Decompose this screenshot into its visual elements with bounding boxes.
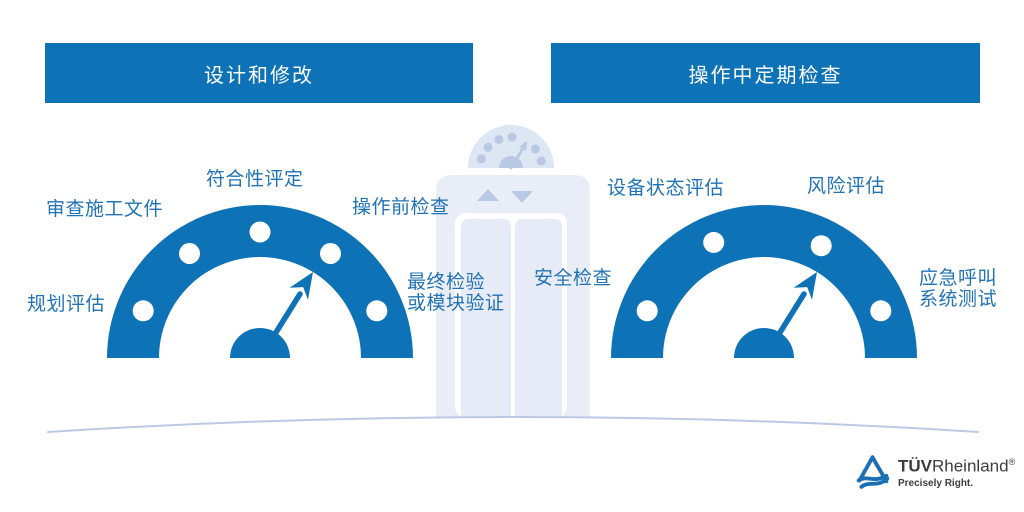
mini-speedometer-hub bbox=[499, 156, 523, 168]
label-equipment-condition-evaluation: 设备状态评估 bbox=[607, 177, 725, 199]
elevator-icon bbox=[436, 125, 590, 417]
label-risk-assessment: 风险评估 bbox=[807, 175, 886, 197]
logo-text-block: TÜVRheinland® Precisely Right. bbox=[898, 452, 1015, 489]
logo-brand-rheinland: Rheinland bbox=[932, 456, 1009, 476]
mini-speedometer-icon bbox=[468, 125, 554, 168]
label-safety-inspection: 安全检查 bbox=[534, 267, 613, 289]
label-emergency-call-system-test: 应急呼叫 系统测试 bbox=[919, 267, 998, 310]
label-planning-evaluation: 规划评估 bbox=[27, 293, 106, 315]
label-pre-operation-inspection: 操作前检查 bbox=[352, 196, 450, 218]
label-review-construction-documents: 审查施工文件 bbox=[46, 198, 164, 220]
tuv-rheinland-logo: TÜVRheinland® Precisely Right. bbox=[854, 452, 1015, 494]
registered-mark-icon: ® bbox=[1008, 457, 1016, 467]
ground-line bbox=[47, 416, 979, 433]
gauge-arc bbox=[611, 205, 917, 358]
tuv-triangle-icon bbox=[856, 455, 890, 489]
mini-speedometer-dots bbox=[476, 132, 546, 166]
down-arrow-icon bbox=[511, 191, 533, 203]
header-periodic-inspection: 操作中定期检查 bbox=[551, 43, 980, 103]
gauge-hub bbox=[230, 328, 290, 358]
header-periodic-inspection-label: 操作中定期检查 bbox=[688, 62, 843, 87]
header-design-modification-label: 设计和修改 bbox=[204, 62, 314, 87]
header-design-modification: 设计和修改 bbox=[45, 43, 473, 103]
gauge-arc bbox=[107, 205, 413, 358]
gauge-dots bbox=[132, 221, 388, 322]
gauge-needle-tip bbox=[793, 272, 817, 300]
gauge-hub bbox=[734, 328, 794, 358]
operation-phase-gauge-icon bbox=[611, 205, 917, 358]
design-phase-gauge-icon bbox=[107, 205, 413, 358]
label-conformity-assessment: 符合性评定 bbox=[206, 168, 304, 190]
gauge-dots bbox=[636, 231, 892, 322]
elevator-door-right bbox=[515, 219, 562, 417]
elevator-door-left bbox=[461, 219, 511, 417]
mini-speedometer-needle-tip bbox=[519, 141, 527, 151]
logo-brand-tuv: TÜV bbox=[898, 456, 932, 476]
label-final-inspection-module-verification: 最终检验 或模块验证 bbox=[407, 271, 505, 314]
up-arrow-icon bbox=[477, 189, 499, 201]
logo-tagline: Precisely Right. bbox=[898, 477, 974, 489]
gauge-needle-tip bbox=[289, 272, 313, 300]
logo-brand: TÜVRheinland® bbox=[898, 452, 1015, 477]
